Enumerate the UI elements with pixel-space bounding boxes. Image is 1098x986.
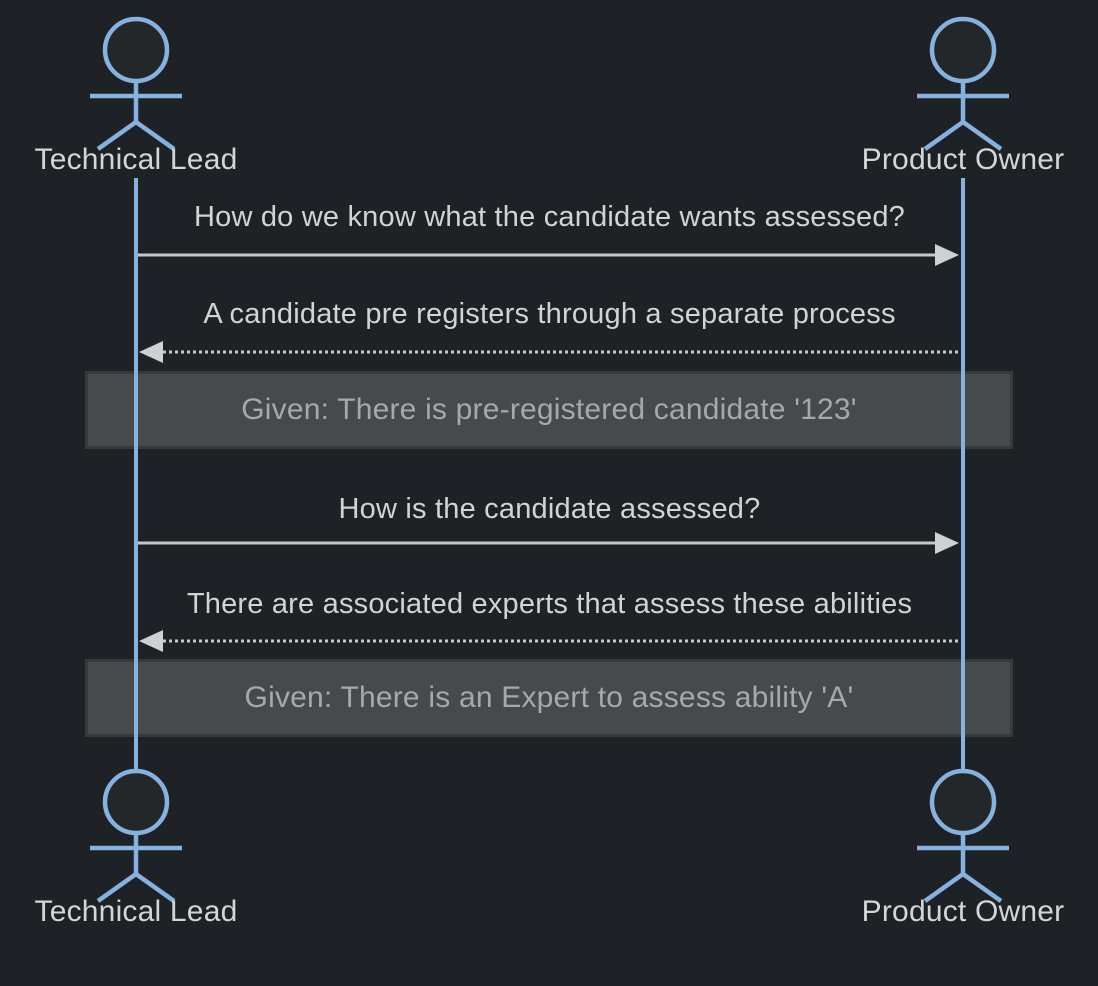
arrow-message-2: [139, 341, 961, 363]
actor-label-product-owner-bottom: Product Owner: [861, 895, 1065, 928]
message-text-4: There are associated experts that assess…: [186, 588, 913, 620]
actor-icon-technical-lead-top: [90, 19, 182, 149]
actor-label-technical-lead-top: Technical Lead: [34, 143, 238, 176]
actor-icon-product-owner-top: [917, 19, 1009, 149]
note-text-1: Given: There is pre-registered candidate…: [241, 393, 857, 426]
note-box-2: Given: There is an Expert to assess abil…: [85, 659, 1013, 737]
actor-icon-product-owner-bottom: [917, 771, 1009, 901]
actor-icon-technical-lead-bottom: [90, 771, 182, 901]
arrow-message-3: [138, 532, 959, 554]
message-text-3: How is the candidate assessed?: [338, 493, 761, 525]
message-text-1: How do we know what the candidate wants …: [193, 201, 906, 233]
message-text-2: A candidate pre registers through a sepa…: [203, 298, 896, 330]
arrow-message-4: [139, 630, 961, 652]
actor-label-product-owner-top: Product Owner: [861, 143, 1065, 176]
arrow-message-1: [138, 244, 959, 266]
note-box-1: Given: There is pre-registered candidate…: [85, 371, 1013, 449]
actor-label-technical-lead-bottom: Technical Lead: [34, 895, 238, 928]
note-text-2: Given: There is an Expert to assess abil…: [244, 681, 854, 714]
